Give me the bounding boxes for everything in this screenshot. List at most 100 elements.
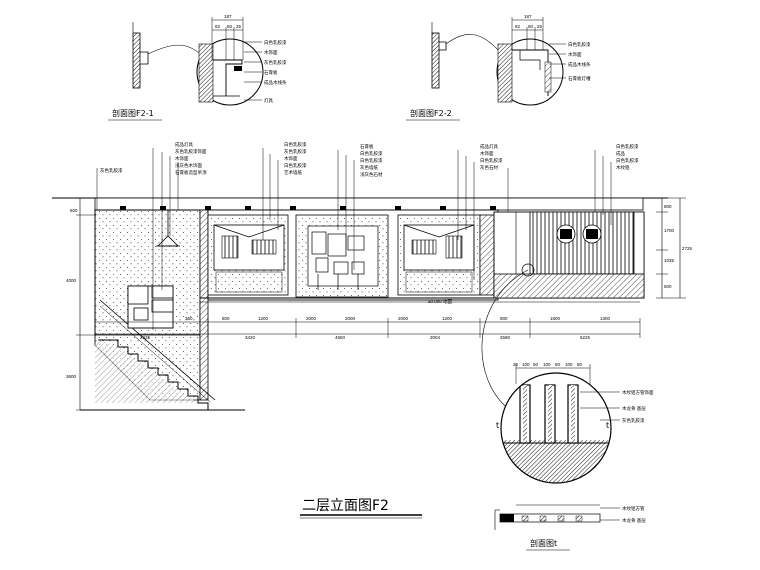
dim-total-4: 2580 [500,335,511,340]
label-d-3: 灰色石材 [480,164,498,171]
detail-f2-1: 187 82 50 25 白色乳胶漆 木饰面 灰色乳胶漆 石膏板 成品木线条 灯… [108,14,287,121]
detail-t: 木纹铝方管 木龙骨 基层 剖面图t [494,504,646,551]
dim-circ-5: 100 [565,362,573,367]
label-f2-1-1: 木饰面 [264,49,278,56]
dim-circ-6: 50 [577,362,583,367]
dim-f2-1-a: 82 [215,24,221,29]
dim-f2-2-top: 187 [524,14,532,19]
dim-left-2: 3600 [66,374,77,379]
bottom-dimension-chain: 360 800 1200 2000 2000 2000 1200 900 180… [94,298,641,340]
circ-label-0: 木纹铝方管饰面 [622,389,654,396]
dim-total-0: 2925 [140,335,151,340]
dim-bottom-7: 900 [500,316,508,321]
label-b-4: 艺术墙纸 [284,169,302,176]
dim-f2-1-c: 25 [236,24,242,29]
dim-circ-2: 50 [533,362,539,367]
circ-label-1: 木龙骨 基层 [622,405,646,412]
caption-f2-1: 剖面图F2-1 [112,108,154,118]
label-b-1: 灰色乳胶漆 [284,148,307,155]
dim-left-0: 600 [70,208,78,213]
label-a-4: 石膏板造型吊顶 [175,169,207,176]
label-d-2: 白色乳胶漆 [480,157,503,164]
dim-bottom-1: 800 [222,316,230,321]
main-title-block: 二层立面图F2 [300,498,422,519]
dim-right-2: 1035 [664,258,675,263]
label-b-0: 白色乳胶漆 [284,141,307,148]
dim-f2-2-b: 50 [528,24,534,29]
dim-right-3: 500 [664,284,672,289]
ceiling-brackets [120,206,496,212]
label-left-wall: 灰色乳胶漆 [100,167,123,174]
marker-t-left: t [496,421,499,430]
timber-door-area [493,211,645,299]
dim-f2-2-a: 82 [515,24,521,29]
leaders [96,148,612,330]
dim-bottom-9: 1300 [600,316,611,321]
label-e-1: 成品 [616,150,625,157]
label-f2-1-5: 灯具 [264,97,273,104]
main-elevation: 360 800 1200 2000 2000 2000 1200 900 180… [52,141,693,411]
dim-f2-1-b: 50 [227,24,233,29]
dim-circ-4: 50 [555,362,561,367]
circle-detail: 25 100 50 100 50 100 50 木纹铝方管饰面 木龙骨 基层 灰… [496,362,654,484]
niche-panel-2 [397,214,481,296]
dim-bottom-0: 360 [185,316,193,321]
floor-note: ±0.000 地面 [428,298,452,305]
label-d-0: 成品灯具 [480,143,498,150]
dim-bottom-6: 1200 [442,316,453,321]
label-a-0: 成品灯具 [175,141,193,148]
label-f2-2-2: 成品木线条 [568,61,591,68]
label-c-1: 白色乳胶漆 [360,150,383,157]
label-c-0: 石膏板 [360,143,374,150]
dim-total-2: 4650 [335,335,346,340]
left-cabinet [127,285,174,329]
dim-bottom-5: 2000 [398,316,409,321]
label-e-2: 白色乳胶漆 [616,157,639,164]
dim-bottom-8: 1800 [550,316,561,321]
main-title: 二层立面图F2 [302,498,389,514]
right-dimensions: 800 1700 1035 500 2725 [656,197,693,299]
dim-total-5: 6225 [580,335,591,340]
dim-total-1: 3420 [245,335,256,340]
dim-circ-3: 100 [543,362,551,367]
t-label-0: 木纹铝方管 [622,505,645,512]
dim-bottom-4: 2000 [345,316,356,321]
label-c-2: 白色乳胶漆 [360,157,383,164]
caption-t: 剖面图t [530,538,557,548]
label-f2-2-1: 木饰面 [568,51,582,58]
left-dimensions: 600 4000 3600 [66,197,96,411]
label-a-2: 木饰面 [175,155,189,162]
dim-circ-1: 100 [522,362,530,367]
caption-f2-2: 剖面图F2-2 [410,108,452,118]
dim-circ-0: 25 [513,362,519,367]
label-c-4: 浅灰色石材 [360,171,383,178]
dim-bottom-2: 1200 [258,316,269,321]
niche-panel-1 [207,214,289,296]
label-a-3: 浅灰色木饰面 [175,162,202,169]
label-f2-1-3: 石膏板 [264,69,278,76]
dim-right-total: 2725 [682,246,693,251]
dim-bottom-3: 2000 [306,316,317,321]
label-d-1: 木饰面 [480,150,494,157]
dim-f2-2-c: 25 [537,24,543,29]
label-f2-1-2: 灰色乳胶漆 [264,59,287,66]
circ-label-2: 灰色乳胶漆 [622,417,645,424]
dim-left-1: 4000 [66,278,77,283]
label-b-3: 白色乳胶漆 [284,162,307,169]
dim-right-1: 1700 [664,228,675,233]
dim-total-3: 3004 [430,335,441,340]
dim-f2-1-top: 187 [224,14,232,19]
label-f2-1-0: 白色乳胶漆 [264,39,287,46]
marker-t-right: t [606,421,609,430]
label-a-1: 灰色乳胶漆饰面 [175,148,207,155]
detail-f2-2: 187 82 50 25 白色乳胶漆 木饰面 成品木线条 石膏板灯槽 剖面图F2… [406,14,591,121]
pendant-lamp [156,210,180,247]
dim-right-0: 800 [664,204,672,209]
label-f2-2-3: 石膏板灯槽 [568,75,591,82]
t-label-1: 木龙骨 基层 [622,517,646,524]
label-f2-2-0: 白色乳胶漆 [568,41,591,48]
label-e-3: 木纹铝 [616,164,630,171]
label-f2-1-4: 成品木线条 [264,79,287,86]
label-e-0: 白色乳胶漆 [616,143,639,150]
